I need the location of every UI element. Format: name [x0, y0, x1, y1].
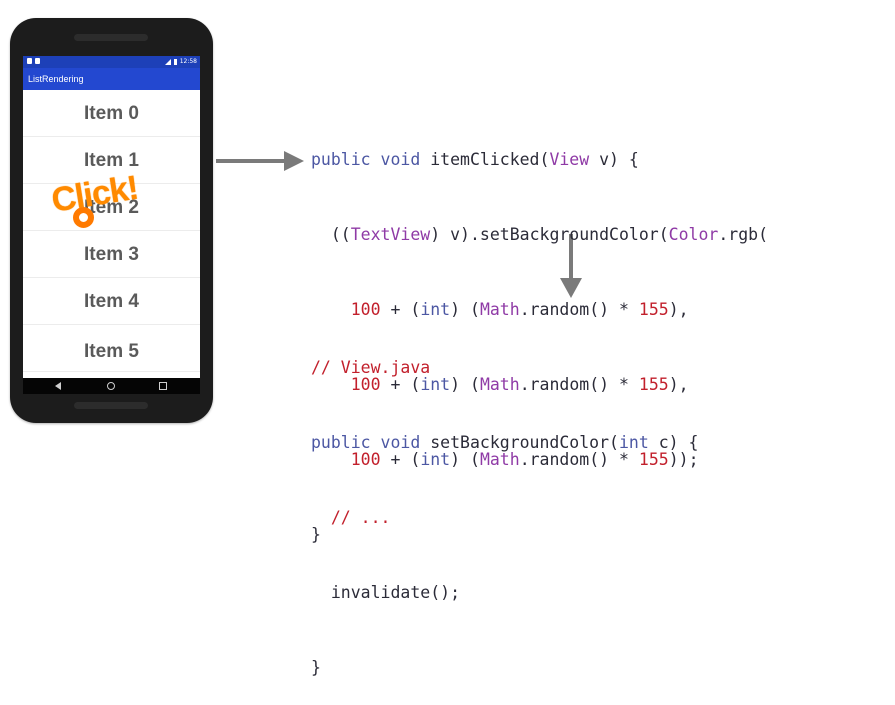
tap-indicator-icon [73, 207, 94, 228]
list-item[interactable]: Item 5 [23, 325, 200, 372]
code-comment: // ... [311, 508, 390, 527]
bottom-speaker [74, 402, 148, 409]
code-line: // ... [311, 505, 698, 530]
code-keyword: public void [311, 150, 430, 169]
code-text: v) { [589, 150, 639, 169]
code-keyword: int [619, 433, 649, 452]
code-type: View [549, 150, 589, 169]
recents-icon[interactable] [159, 382, 167, 390]
code-method: itemClicked( [430, 150, 549, 169]
navigation-bar [23, 378, 200, 394]
code-type: Color [669, 225, 719, 244]
list-item[interactable]: Item 4 [23, 278, 200, 325]
app-title: ListRendering [28, 74, 84, 84]
code-text: (( [311, 225, 351, 244]
status-bar: 12:58 [23, 56, 200, 68]
code-text: .rgb( [718, 225, 768, 244]
code-block-view-java: // View.java public void setBackgroundCo… [311, 305, 698, 705]
back-icon[interactable] [55, 382, 61, 390]
status-time: 12:58 [180, 58, 197, 65]
code-keyword: public void [311, 433, 430, 452]
earpiece-speaker [74, 34, 148, 41]
code-comment: // View.java [311, 358, 430, 377]
code-line: ((TextView) v).setBackgroundColor(Color.… [311, 222, 768, 247]
item-list[interactable]: Item 0 Item 1 Item 2 Item 3 Item 4 Item … [23, 90, 200, 372]
code-method: setBackgroundColor( [430, 433, 619, 452]
code-line: invalidate(); [311, 580, 698, 605]
code-text: } [311, 658, 321, 677]
code-line: public void itemClicked(View v) { [311, 147, 768, 172]
code-line: } [311, 655, 698, 680]
code-line: public void setBackgroundColor(int c) { [311, 430, 698, 455]
phone-device: 12:58 ListRendering Item 0 Item 1 Item 2… [10, 18, 213, 423]
code-text: invalidate(); [311, 583, 460, 602]
signal-icon [165, 59, 171, 65]
code-type: TextView [351, 225, 430, 244]
battery-icon [174, 59, 177, 65]
code-text: ) v).setBackgroundColor( [430, 225, 668, 244]
list-item[interactable]: Item 0 [23, 90, 200, 137]
notification-icon [35, 58, 40, 64]
phone-screen: 12:58 ListRendering Item 0 Item 1 Item 2… [23, 56, 200, 394]
code-line: // View.java [311, 355, 698, 380]
sd-card-icon [27, 58, 32, 64]
home-icon[interactable] [107, 382, 115, 390]
right-arrow-icon [216, 151, 306, 171]
app-bar: ListRendering [23, 68, 200, 90]
code-text: c) { [649, 433, 699, 452]
list-item[interactable]: Item 3 [23, 231, 200, 278]
